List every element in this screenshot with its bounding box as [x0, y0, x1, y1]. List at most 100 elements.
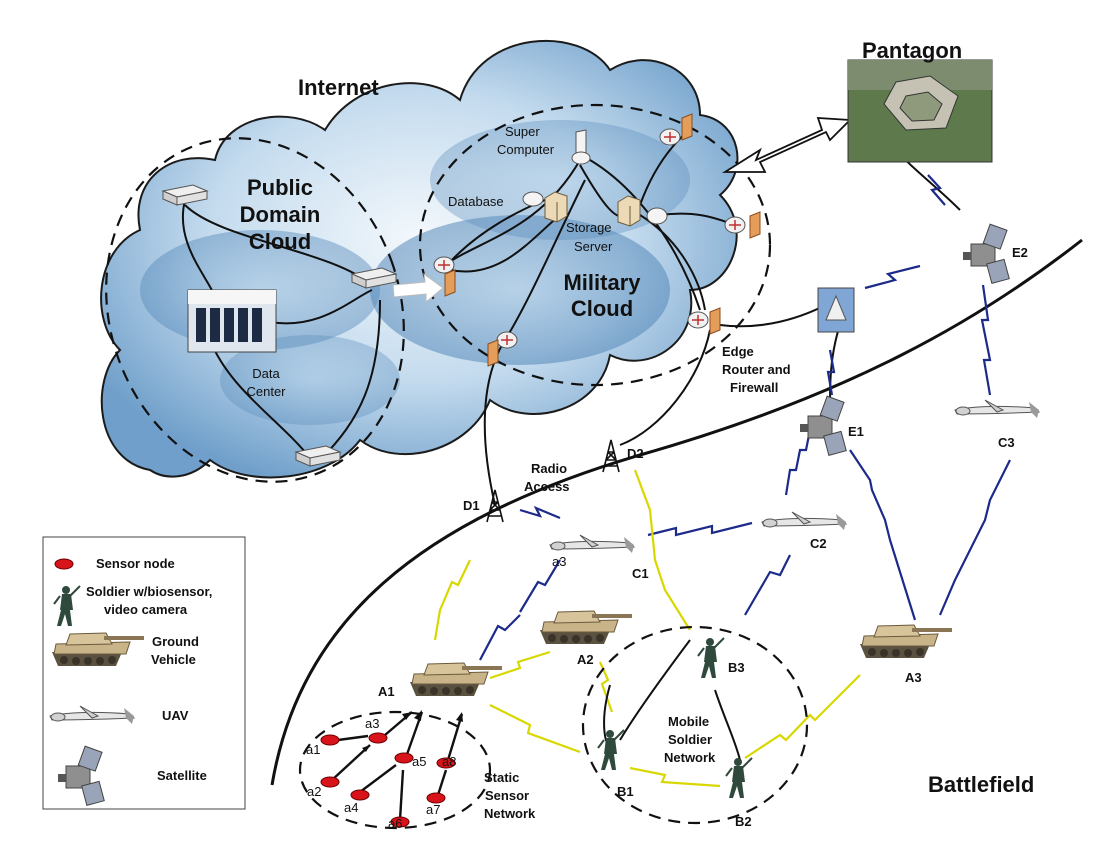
wireless-links [433, 174, 1011, 788]
public-military-arrow [392, 272, 444, 304]
edge-router-label: Edge Router and Firewall [722, 344, 791, 395]
sensor-node [390, 816, 410, 828]
svg-text:Firewall: Firewall [730, 380, 778, 395]
soldier-icon [725, 757, 753, 799]
svg-text:Cloud: Cloud [249, 229, 311, 254]
soldier-icon [697, 637, 725, 679]
svg-text:a8: a8 [442, 754, 456, 769]
legend: Sensor node Soldier w/biosensor, video c… [42, 536, 246, 810]
router-icon [724, 216, 746, 234]
firewall-icon [444, 269, 456, 297]
public-cloud-label: Public Domain Cloud [240, 175, 321, 254]
vehicle-a1-label: A1 [378, 684, 395, 699]
storage-server-label: Storage Server [566, 220, 613, 254]
svg-text:Computer: Computer [497, 142, 555, 157]
legend-uav: UAV [162, 708, 189, 723]
svg-text:Cloud: Cloud [571, 296, 633, 321]
firewall-icon [709, 307, 721, 335]
router-icon [687, 311, 709, 329]
svg-text:a3: a3 [552, 554, 566, 569]
sensor-node [368, 732, 388, 744]
router-icon [496, 331, 518, 349]
svg-text:Access: Access [524, 479, 570, 494]
battlefield-boundary [270, 238, 1083, 786]
legend-sensor: Sensor node [96, 556, 175, 571]
svg-text:Radio: Radio [531, 461, 567, 476]
mobile-soldier-network-label: Mobile Soldier Network [664, 714, 716, 765]
sensor-network [320, 710, 464, 828]
router-icon [433, 256, 455, 274]
ground-vehicle-icon [539, 610, 633, 645]
ground-vehicle-icon [409, 662, 503, 697]
legend-satellite: Satellite [157, 768, 207, 783]
soldier-icon [597, 729, 625, 771]
tower-d2-label: D2 [627, 446, 644, 461]
svg-text:Domain: Domain [240, 202, 321, 227]
legend-vehicle-line2: Vehicle [151, 652, 196, 667]
svg-text:Storage: Storage [566, 220, 612, 235]
storage-disk-icon [646, 207, 668, 225]
uav-c2-label: C2 [810, 536, 827, 551]
svg-text:Super: Super [505, 124, 540, 139]
sensor-node [426, 792, 446, 804]
battlefield-label: Battlefield [928, 772, 1034, 797]
svg-text:a3: a3 [365, 716, 379, 731]
internet-label: Internet [298, 75, 379, 100]
svg-text:Edge: Edge [722, 344, 754, 359]
svg-text:Network: Network [484, 806, 536, 821]
static-sensor-boundary [298, 710, 492, 830]
pentagon-link-arrow [721, 117, 853, 173]
svg-text:a4: a4 [344, 800, 358, 815]
sensor-node [320, 776, 340, 788]
data-center-image [187, 289, 277, 353]
uav-icon [954, 399, 1040, 419]
svg-text:a7: a7 [426, 802, 440, 817]
sensor-node [350, 789, 370, 801]
sensor-node [436, 757, 456, 769]
battlefield-nodes [409, 223, 1040, 799]
legend-soldier-line1: Soldier w/biosensor, [86, 584, 212, 599]
uav-c3-label: C3 [998, 435, 1015, 450]
uav-icon [549, 534, 635, 554]
satellite-icon [962, 223, 1010, 284]
sensor-labels: a1 a2 a3 a4 a5 a6 a7 a8 a3 [306, 554, 566, 831]
radio-access-label: Radio Access [524, 461, 570, 494]
firewall-icon [749, 211, 761, 239]
pentagon-photo [847, 59, 993, 163]
super-computer-label: Super Computer [497, 124, 555, 157]
legend-vehicle-line1: Ground [152, 634, 199, 649]
ground-vehicle-icon [859, 624, 953, 659]
soldier-b1-label: B1 [617, 784, 634, 799]
sensor-node [320, 734, 340, 746]
military-cloud-boundary [418, 103, 772, 387]
svg-text:a1: a1 [306, 742, 320, 757]
super-computer-icon [571, 129, 591, 165]
svg-text:Soldier: Soldier [668, 732, 712, 747]
server-icon [617, 195, 641, 227]
internet-cloud [100, 39, 739, 479]
svg-text:Mobile: Mobile [668, 714, 709, 729]
svg-text:Data: Data [252, 366, 280, 381]
svg-text:Military: Military [563, 270, 641, 295]
data-center-label: Data Center [246, 366, 286, 399]
svg-text:Server: Server [574, 239, 613, 254]
satellite-dish-icon [817, 287, 855, 333]
military-cloud-label: Military Cloud [563, 270, 641, 321]
database-label: Database [448, 194, 504, 209]
svg-text:a6: a6 [388, 816, 402, 831]
pentagon-label: Pantagon [862, 38, 962, 63]
database-icon [522, 191, 544, 207]
sensor-node-legend-icon [54, 558, 74, 570]
vehicle-a3-label: A3 [905, 670, 922, 685]
svg-text:Static: Static [484, 770, 519, 785]
firewall-icon [681, 113, 693, 141]
soldier-b2-label: B2 [735, 814, 752, 829]
router-icon [659, 128, 681, 146]
svg-text:a2: a2 [307, 784, 321, 799]
uav-icon [761, 511, 847, 531]
svg-text:Network: Network [664, 750, 716, 765]
svg-text:Sensor: Sensor [485, 788, 529, 803]
svg-text:Center: Center [246, 384, 286, 399]
static-sensor-network-label: Static Sensor Network [484, 770, 536, 821]
